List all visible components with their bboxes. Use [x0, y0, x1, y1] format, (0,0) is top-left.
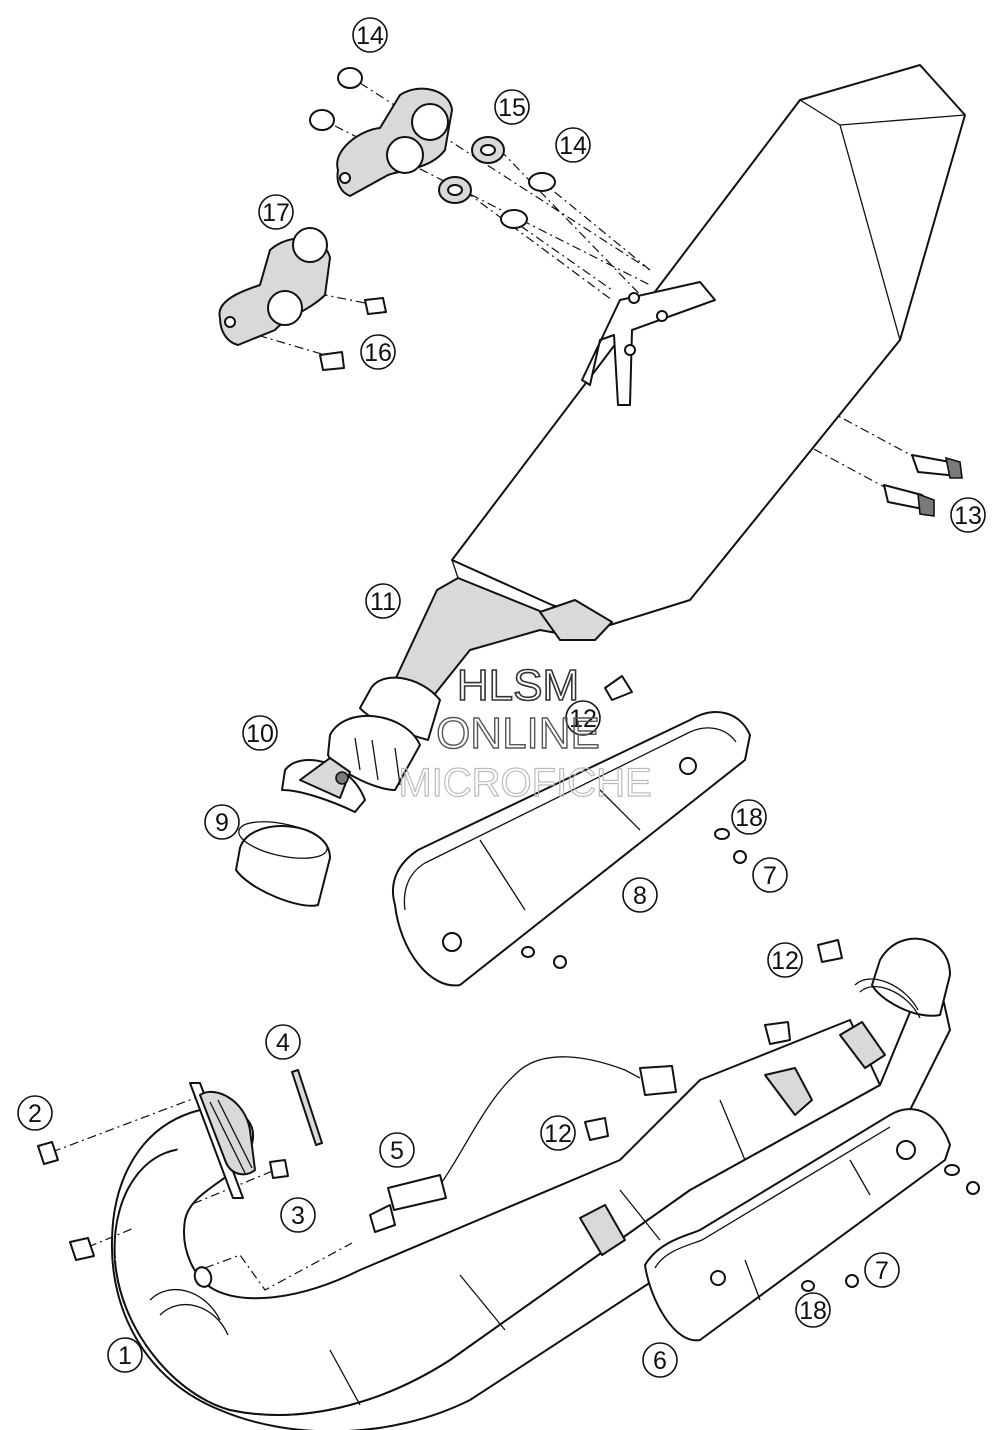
callout-7-bottom[interactable]: 7 [864, 1252, 900, 1288]
callout-16[interactable]: 16 [360, 334, 396, 370]
callout-label: 6 [653, 1347, 667, 1375]
callout-label: 14 [356, 22, 384, 50]
callout-label: 3 [291, 1202, 305, 1230]
callout-label: 12 [771, 947, 799, 975]
callout-8[interactable]: 8 [622, 877, 658, 913]
watermark-line-2: ONLINE [436, 709, 600, 758]
callout-12-top[interactable]: 12 [565, 700, 601, 736]
callout-label: 18 [799, 1297, 827, 1325]
callout-label: 12 [544, 1120, 572, 1148]
callout-circle [379, 1132, 415, 1168]
callout-5[interactable]: 5 [379, 1132, 415, 1168]
heat-shield-upper[interactable] [392, 711, 751, 987]
callout-label: 12 [569, 705, 597, 733]
callout-circle [731, 799, 767, 835]
callout-18-top[interactable]: 18 [731, 799, 767, 835]
callout-13[interactable]: 13 [950, 497, 986, 533]
callout-circle [494, 89, 530, 125]
callout-circle [864, 1252, 900, 1288]
callout-circle [767, 942, 803, 978]
callout-circle [622, 877, 658, 913]
hanger-bracket-lower[interactable] [218, 227, 331, 346]
callout-circle [280, 1197, 316, 1233]
callout-circle [352, 17, 388, 53]
exhaust-sleeve[interactable] [235, 815, 331, 907]
callout-9[interactable]: 9 [204, 804, 240, 840]
callout-12-mid[interactable]: 12 [540, 1115, 576, 1151]
lambda-sensor[interactable] [369, 1056, 677, 1233]
clip-nuts[interactable] [584, 675, 843, 1141]
callout-14-top[interactable]: 14 [352, 17, 388, 53]
callout-label: 8 [633, 882, 647, 910]
callout-label: 4 [276, 1029, 290, 1057]
callout-12-right[interactable]: 12 [767, 942, 803, 978]
callout-circle [795, 1292, 831, 1328]
hanger-bracket-upper[interactable] [336, 87, 453, 197]
callout-2[interactable]: 2 [17, 1095, 53, 1131]
callout-circle [107, 1337, 143, 1373]
washers-and-screws[interactable] [521, 828, 980, 1292]
callout-label: 10 [246, 720, 274, 748]
exhaust-clamp[interactable] [281, 757, 366, 813]
flange-nuts[interactable] [37, 1141, 289, 1289]
callout-circle [360, 334, 396, 370]
callout-circle [555, 127, 591, 163]
callout-circle [242, 715, 278, 751]
header-pipe[interactable] [110, 937, 951, 1430]
callout-6[interactable]: 6 [642, 1342, 678, 1378]
callout-label: 13 [954, 502, 982, 530]
exhaust-flange[interactable] [189, 1082, 256, 1199]
callout-label: 16 [364, 339, 392, 367]
callout-circle [17, 1095, 53, 1131]
callout-label: 5 [390, 1137, 404, 1165]
callout-1[interactable]: 1 [107, 1337, 143, 1373]
muffler[interactable] [327, 64, 966, 791]
callout-label: 7 [875, 1257, 889, 1285]
callout-label: 17 [262, 199, 290, 227]
callout-15[interactable]: 15 [494, 89, 530, 125]
callout-circle [258, 194, 294, 230]
watermark-line-3: MICROFICHE [398, 761, 651, 805]
heat-shield-lower[interactable] [644, 1108, 951, 1342]
callout-circle [540, 1115, 576, 1151]
callout-label: 9 [215, 809, 229, 837]
callout-circle [565, 700, 601, 736]
callout-7-top[interactable]: 7 [752, 857, 788, 893]
callout-3[interactable]: 3 [280, 1197, 316, 1233]
callout-circle [642, 1342, 678, 1378]
gasket-strip[interactable] [291, 1069, 323, 1146]
watermark-line-1: HLSM [457, 661, 579, 710]
callout-label: 11 [370, 588, 396, 616]
callout-circle [950, 497, 986, 533]
rubber-washers[interactable] [309, 67, 556, 229]
callout-label: 14 [559, 132, 587, 160]
callout-label: 2 [28, 1100, 42, 1128]
bracket-bolts[interactable] [319, 297, 963, 517]
callout-circle [265, 1024, 301, 1060]
callout-label: 7 [763, 862, 777, 890]
callout-circle [752, 857, 788, 893]
watermark: HLSM ONLINE MICROFICHE [398, 660, 653, 805]
callout-11[interactable]: 11 [365, 583, 401, 619]
callout-circle [204, 804, 240, 840]
callout-18-bottom[interactable]: 18 [795, 1292, 831, 1328]
callout-10[interactable]: 10 [242, 715, 278, 751]
callout-circle [365, 583, 401, 619]
callout-label: 1 [118, 1342, 132, 1370]
callout-14-mid[interactable]: 14 [555, 127, 591, 163]
callout-4[interactable]: 4 [265, 1024, 301, 1060]
callout-label: 15 [498, 94, 526, 122]
callout-label: 18 [735, 804, 763, 832]
callout-17[interactable]: 17 [258, 194, 294, 230]
